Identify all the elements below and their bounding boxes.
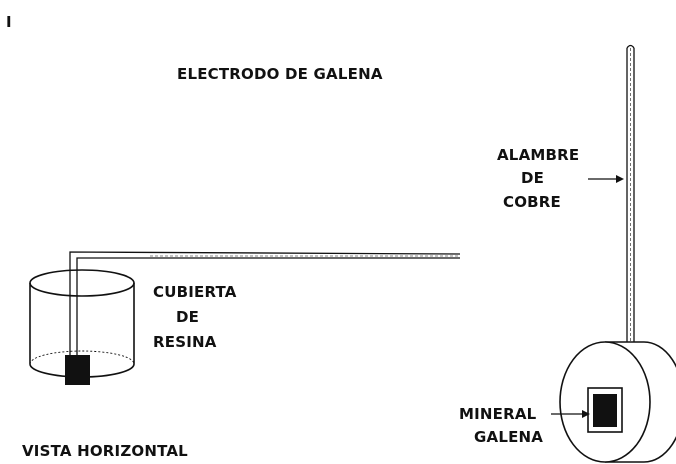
mineral-label-line-2: GALENA	[474, 428, 543, 446]
wire-label-line-2: DE	[521, 169, 544, 187]
electrode-front-view	[559, 44, 676, 463]
wire-label-line-3: COBRE	[503, 193, 561, 211]
horizontal-view	[29, 251, 461, 385]
coating-label: CUBIERTA DE RESINA	[153, 283, 237, 351]
wire-arrow	[588, 175, 624, 183]
coating-label-line-2: DE	[176, 308, 199, 326]
coating-label-line-3: RESINA	[153, 333, 217, 351]
galena-block-horizontal	[65, 355, 90, 385]
copper-wire-vertical	[626, 44, 635, 342]
mineral-label-line-1: MINERAL	[459, 405, 537, 423]
wire-label-line-1: ALAMBRE	[497, 146, 579, 164]
corner-mark: I	[6, 13, 12, 31]
view-label: VISTA HORIZONTAL	[22, 442, 188, 460]
diagram-title: ELECTRODO DE GALENA	[177, 65, 383, 83]
wire-label: ALAMBRE DE COBRE	[497, 146, 579, 211]
copper-wire-horizontal	[69, 251, 461, 360]
galena-window	[587, 387, 623, 433]
mineral-label: MINERAL GALENA	[459, 405, 543, 446]
mineral-arrow	[551, 410, 590, 418]
coating-label-line-1: CUBIERTA	[153, 283, 237, 301]
